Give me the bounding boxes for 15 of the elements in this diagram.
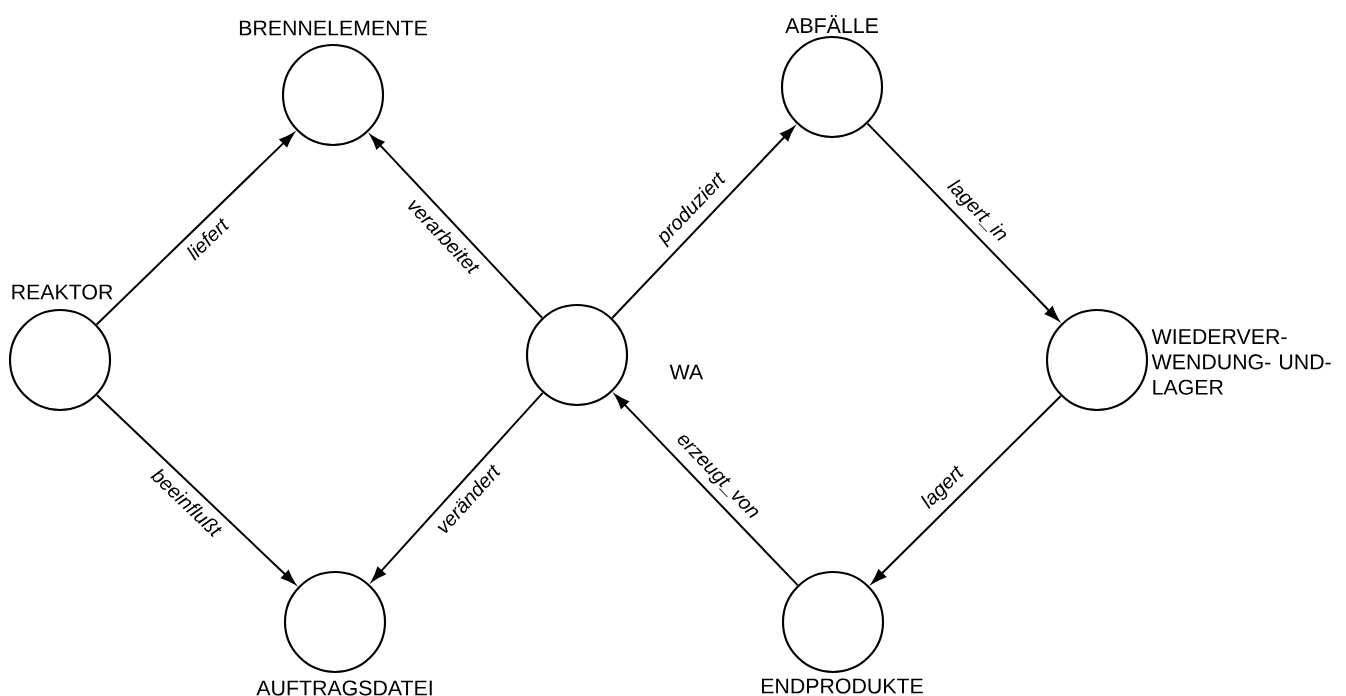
arrow (614, 394, 799, 587)
node-heading: AUFTRAGSDATEI (256, 680, 432, 696)
node-heading: ENDPRODUKTE (762, 678, 923, 694)
node-heading: BRENNELEMENTE (239, 20, 427, 36)
node-heading: WA (669, 364, 704, 380)
node-heading: REAKTOR (12, 284, 113, 300)
arrow (866, 122, 1060, 321)
node-heading: WIEDERVER- WENDUNG- UND-LAGER (1151, 329, 1331, 395)
arrow (611, 126, 795, 319)
arrow (371, 391, 544, 582)
node-heading: ABFÄLLE (785, 15, 878, 33)
arrow (871, 394, 1062, 584)
arrow (96, 394, 296, 585)
arrow (370, 134, 544, 319)
arrow (95, 132, 294, 326)
